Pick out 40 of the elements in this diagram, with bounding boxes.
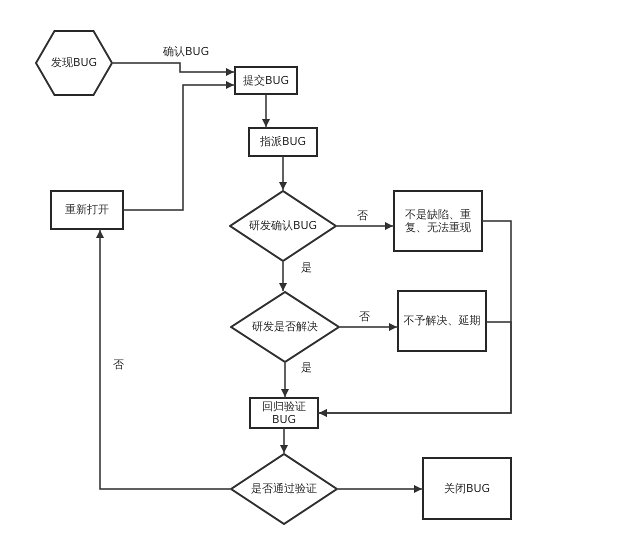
arrow (281, 363, 289, 397)
process-box (248, 127, 318, 157)
node-text: 不予解决、延期 (402, 314, 482, 328)
arrow (262, 95, 270, 127)
arrow (338, 485, 422, 493)
process-box (422, 457, 512, 520)
arrow (124, 81, 234, 211)
process-box (249, 397, 319, 429)
arrow (319, 321, 512, 417)
arrow (279, 262, 287, 291)
node-text: 指派BUG (258, 135, 308, 149)
node-text: 研发确认BUG (248, 219, 318, 233)
process-box (50, 190, 124, 230)
arrow (113, 62, 234, 76)
start-hexagon (35, 30, 113, 96)
node-text: 关闭BUG (442, 482, 492, 496)
edge-label: 是 (300, 260, 313, 275)
arrow (280, 429, 288, 453)
node-text: 重新打开 (64, 203, 110, 217)
edge-label: 确认BUG (162, 44, 210, 59)
node-text: 是否通过验证 (250, 482, 318, 496)
node-text: 提交BUG (242, 74, 290, 88)
arrow (96, 230, 230, 490)
edge-label: 否 (358, 309, 371, 324)
process-box (234, 66, 298, 95)
edge-label: 否 (112, 357, 125, 372)
node-text: 回归验证 BUG (261, 400, 307, 426)
process-box (393, 190, 483, 252)
edge-label: 否 (356, 208, 369, 223)
arrow (279, 157, 287, 190)
edge-label: 是 (300, 360, 313, 375)
process-box (397, 290, 487, 352)
node-text: 不是缺陷、重复、无法重现 (404, 208, 472, 234)
decision-diamond (229, 190, 337, 262)
node-text: 研发是否解决 (251, 320, 319, 334)
decision-diamond (230, 453, 338, 525)
arrow (337, 222, 393, 230)
arrow (340, 323, 397, 331)
decision-diamond (230, 291, 340, 363)
node-text: 发现BUG (50, 56, 98, 70)
